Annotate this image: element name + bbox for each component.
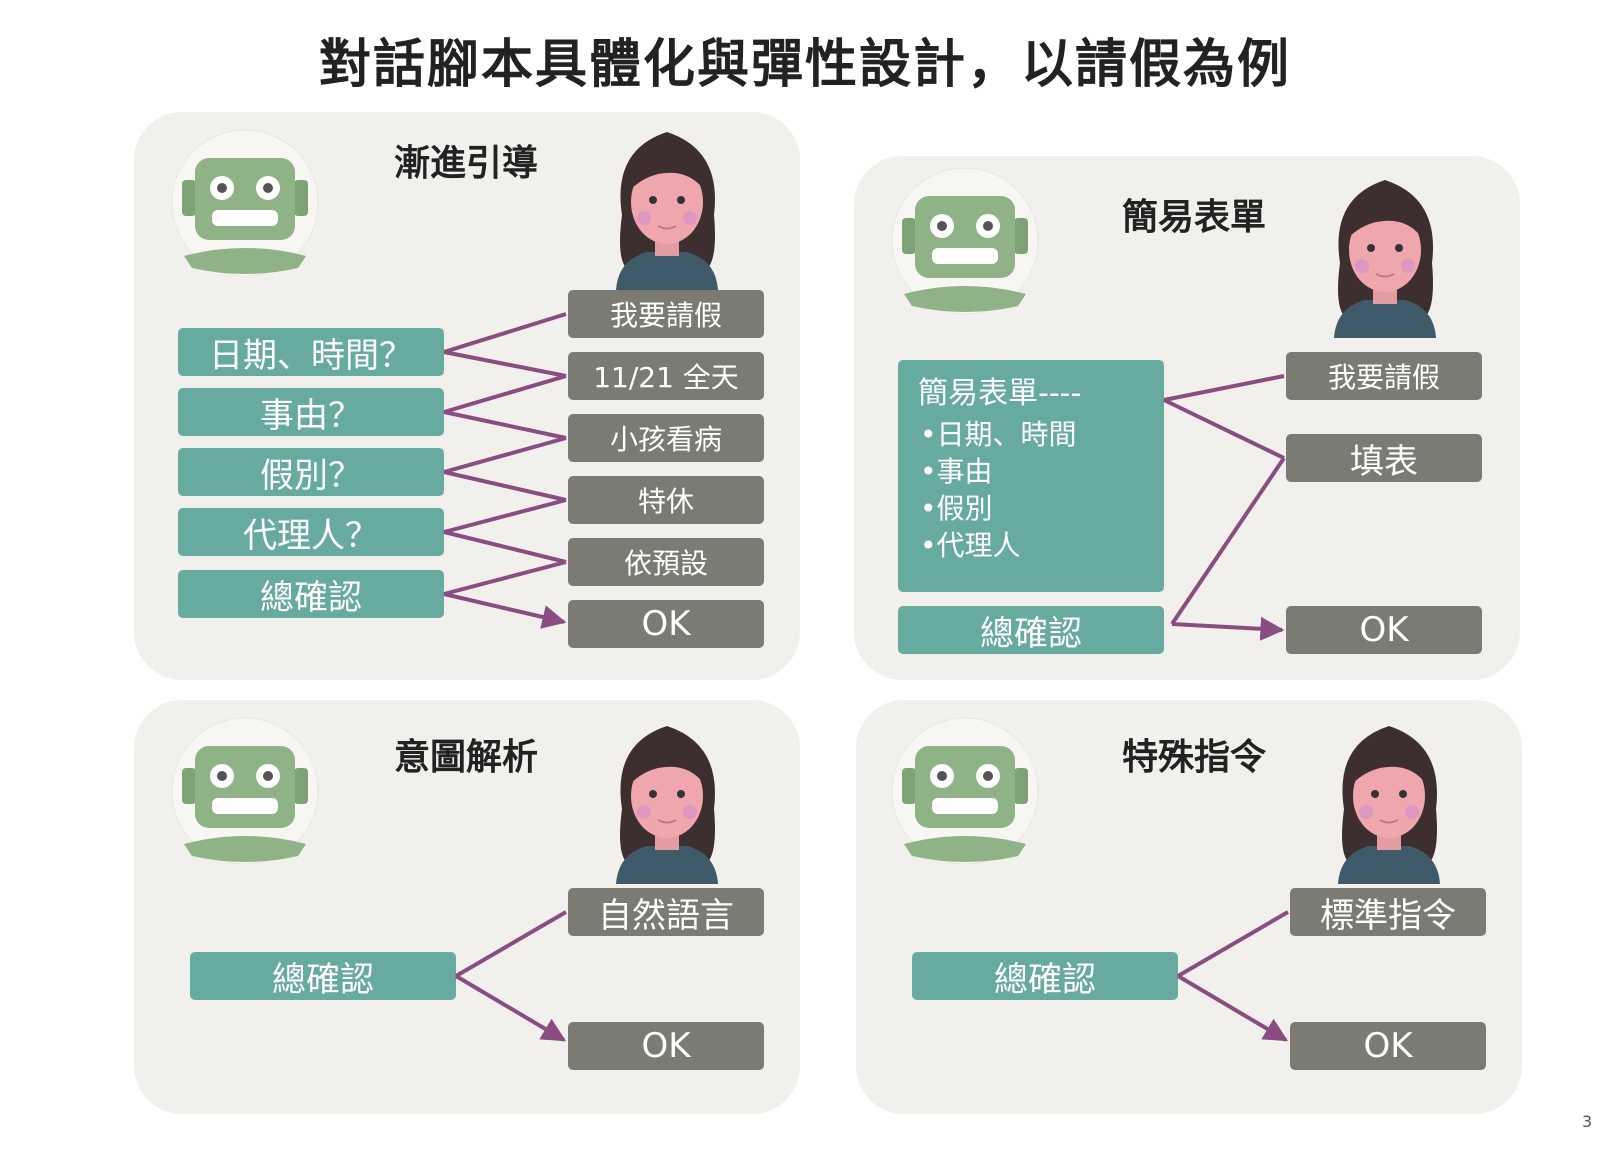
connector-line [443,470,567,502]
bot-final-confirm: 總確認 [178,570,444,618]
connector-line [443,410,567,440]
connector-line [443,560,567,596]
panel-title: 漸進引導 [394,143,539,184]
bot-question-deputy: 代理人？ [178,508,444,556]
form-item-leave-type: •假別 [920,492,993,525]
user-reply-ok: OK [568,600,764,648]
connector-arrow [443,592,567,629]
bot-question-datetime: 日期、時間？ [178,328,444,376]
user-reply-standard-command: 標準指令 [1290,888,1486,936]
simple-form-card: 簡易表單---- •日期、時間 •事由 •假別 •代理人 [898,360,1164,592]
user-reply-type: 特休 [568,476,764,524]
user-reply-default: 依預設 [568,538,764,586]
connector-line [443,350,567,378]
bot-final-confirm: 總確認 [190,952,456,1000]
connector-line [443,498,567,534]
panel-title: 意圖解析 [394,737,539,778]
connector-line [443,436,567,474]
connector-line [1163,398,1285,460]
connector-line [1170,456,1286,626]
user-reply-fill-form: 填表 [1286,434,1482,482]
connector-line [443,530,567,564]
page-number: 3 [1582,1112,1593,1131]
user-reply-ok: OK [1286,606,1482,654]
panel-title: 特殊指令 [1122,737,1267,778]
user-reply-request-leave: 我要請假 [568,290,764,338]
connector-line [454,910,568,978]
connector-line [443,374,567,414]
bot-final-confirm: 總確認 [898,606,1164,654]
user-reply-natural-language: 自然語言 [568,888,764,936]
panel-title: 簡易表單 [1122,197,1267,238]
bot-question-leave-type: 假別？ [178,448,444,496]
connector-arrow [1171,616,1285,641]
user-reply-ok: OK [568,1022,764,1070]
form-item-deputy: •代理人 [920,529,1021,562]
user-reply-reason: 小孩看病 [568,414,764,462]
form-item-reason: •事由 [920,455,993,488]
connector-line [443,312,567,354]
form-header: 簡易表單---- [918,376,1082,411]
connector-arrow [454,974,567,1042]
bot-final-confirm: 總確認 [912,952,1178,1000]
connector-line [1163,374,1285,402]
page-title: 對話腳本具體化與彈性設計，以請假為例 [318,35,1291,95]
connector-line [1176,910,1290,978]
bot-question-reason: 事由？ [178,388,444,436]
form-item-datetime: •日期、時間 [920,418,1077,451]
user-reply-date: 11/21 全天 [568,352,764,400]
user-reply-ok: OK [1290,1022,1486,1070]
user-reply-request-leave: 我要請假 [1286,352,1482,400]
connector-arrow [1176,974,1289,1042]
